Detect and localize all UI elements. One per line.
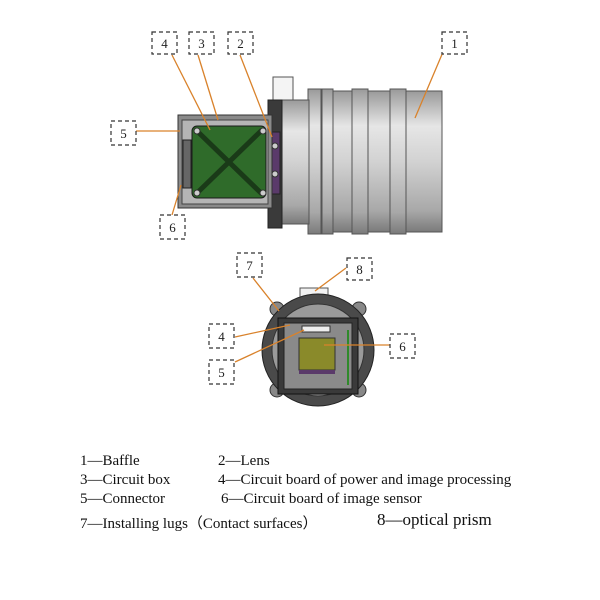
ring [307,88,322,235]
legend-item-2: 2—Lens [218,453,270,469]
ring [321,88,334,235]
callout-label: 5 [218,365,225,380]
callout-5: 5 [110,120,137,146]
callout-label: 4 [161,36,168,51]
callout-label: 2 [237,36,244,51]
callout-1: 1 [441,31,468,55]
image-sensor [298,337,336,371]
optical-prism-side [272,76,294,102]
callout-4: 4 [151,31,178,55]
lens-body [281,99,310,225]
legend-item-7: 7—Installing lugs（Contact surfaces） [80,516,318,532]
callout-5-rear: 5 [208,359,235,385]
legend-item-5: 5—Connector [80,491,165,507]
callout-7: 7 [236,252,263,278]
connector-side [182,139,192,189]
callout-4-rear: 4 [208,323,235,349]
callout-label: 3 [198,36,205,51]
side-view [177,76,443,235]
board-cross [194,128,264,196]
legend-item-3: 3—Circuit box [80,472,171,488]
callout-6: 6 [159,214,186,240]
ring [351,88,369,235]
callout-3: 3 [188,31,215,55]
ring [389,88,407,235]
callout-label: 6 [169,220,176,235]
callout-2: 2 [227,31,254,55]
callout-label: 8 [356,262,363,277]
callout-label: 7 [246,258,253,273]
legend-item-1: 1—Baffle [80,453,140,469]
connector-rear [301,325,331,333]
callout-label: 6 [399,339,406,354]
leader-lines [136,51,444,363]
callout-label: 5 [120,126,127,141]
legend-item-4: 4—Circuit board of power and image proce… [218,472,512,488]
legend-item-6: 6—Circuit board of image sensor [221,491,422,507]
legend-item-8: 8—optical prism [377,510,492,529]
callout-label: 4 [218,329,225,344]
callout-label: 1 [451,36,458,51]
rear-view [261,287,375,407]
callout-8: 8 [346,257,373,281]
callout-6-rear: 6 [389,333,416,359]
